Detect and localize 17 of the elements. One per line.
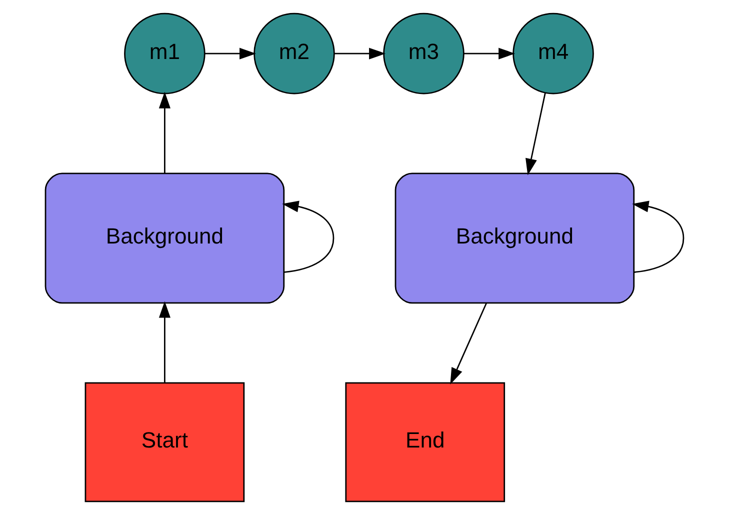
arrow	[282, 200, 334, 273]
node-box: Background	[44, 172, 285, 304]
arrow	[334, 48, 386, 60]
node-circle: m2	[254, 12, 335, 94]
arrow	[158, 92, 170, 174]
arrow	[632, 200, 684, 273]
node-box: End	[345, 382, 506, 502]
node-circle: m1	[124, 12, 206, 94]
arrow	[464, 48, 516, 60]
arrow	[450, 303, 487, 384]
node-box: Background	[394, 172, 635, 304]
arrow	[526, 92, 546, 176]
node-box: Start	[84, 382, 245, 502]
arrow	[158, 301, 170, 383]
node-circle: m4	[512, 12, 594, 94]
arrow	[204, 48, 256, 60]
node-circle: m3	[383, 12, 464, 94]
